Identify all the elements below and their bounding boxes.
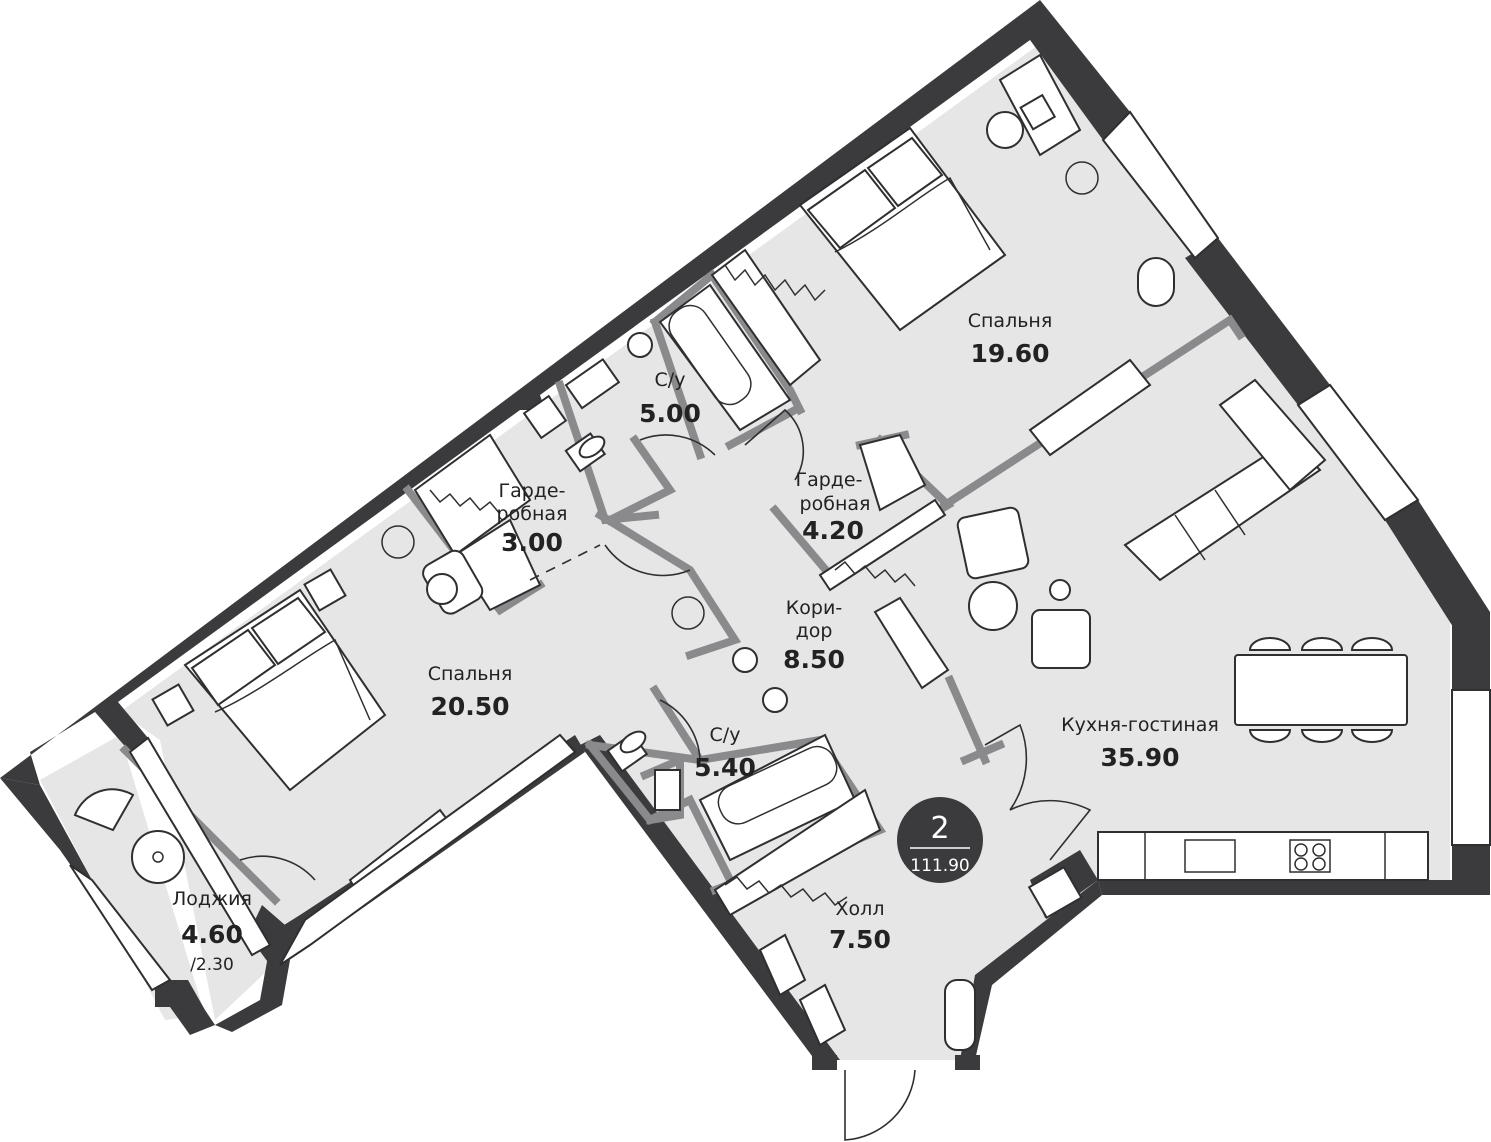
room-area-bathroom-bottom: 5.40 bbox=[694, 753, 756, 782]
doors bbox=[239, 408, 1092, 1141]
wardrobe-racks bbox=[413, 248, 947, 917]
room-name-kitchen-living: Кухня-гостиная bbox=[1061, 714, 1219, 736]
room-name-wardrobe-left-2: робная bbox=[497, 503, 568, 525]
kitchen-counter bbox=[1097, 831, 1429, 881]
room-name-wardrobe-left-1: Гарде- bbox=[499, 480, 566, 502]
apartment-badge: 2 111.90 bbox=[897, 797, 983, 883]
desk-left bbox=[151, 549, 484, 727]
room-name-bedroom-left: Спальня bbox=[428, 663, 513, 685]
badge-circle bbox=[897, 797, 983, 883]
room-area-loggia: 4.60 bbox=[181, 920, 243, 949]
room-area-corridor: 8.50 bbox=[783, 645, 845, 674]
hall-furniture bbox=[758, 865, 1083, 1051]
room-area-bathroom-top: 5.00 bbox=[639, 399, 701, 428]
room-area-wardrobe-center: 4.20 bbox=[802, 516, 864, 545]
badge-rooms-count: 2 bbox=[930, 811, 949, 846]
badge-total-area: 111.90 bbox=[910, 856, 969, 876]
sofa bbox=[1123, 378, 1327, 582]
room-name-wardrobe-center-1: Гарде- bbox=[796, 469, 863, 491]
room-area-kitchen-living: 35.90 bbox=[1100, 743, 1179, 772]
room-area-wardrobe-left: 3.00 bbox=[501, 528, 563, 557]
room-area-hall: 7.50 bbox=[829, 925, 891, 954]
room-name-corridor-2: дор bbox=[796, 620, 833, 642]
room-labels: Спальня 19.60 С/у 5.00 Гарде- робная 3.0… bbox=[172, 310, 1219, 975]
room-area-bedroom-left: 20.50 bbox=[430, 692, 509, 721]
room-name-wardrobe-center-2: робная bbox=[800, 493, 871, 515]
room-area-loggia-reduced: /2.30 bbox=[190, 955, 234, 975]
bed-left bbox=[183, 588, 387, 792]
desk-right bbox=[986, 53, 1175, 307]
loggia-furniture bbox=[73, 788, 185, 884]
windows bbox=[69, 110, 1491, 992]
bathroom-fixtures bbox=[522, 332, 788, 811]
room-name-hall: Холл bbox=[836, 898, 885, 920]
furniture bbox=[69, 53, 1491, 1051]
bathtub-top bbox=[658, 283, 792, 432]
room-name-loggia: Лоджия bbox=[172, 888, 252, 910]
plant-icons bbox=[381, 161, 1099, 630]
living-armchairs bbox=[956, 506, 1091, 669]
room-name-bathroom-top: С/у bbox=[655, 369, 686, 391]
room-name-bedroom-right: Спальня bbox=[968, 310, 1053, 332]
bed-right bbox=[798, 126, 1007, 332]
dining-table bbox=[1234, 637, 1408, 743]
room-name-bathroom-bottom: С/у bbox=[710, 724, 741, 746]
room-name-corridor-1: Кори- bbox=[786, 597, 842, 619]
room-area-bedroom-right: 19.60 bbox=[970, 339, 1049, 368]
